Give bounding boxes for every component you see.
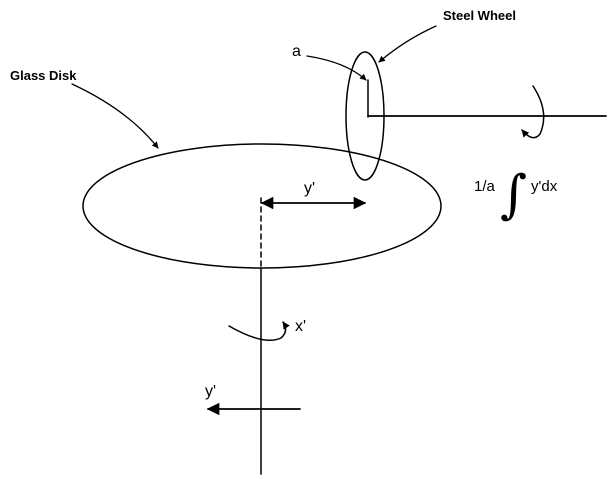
- output-arrow-label: y': [205, 383, 216, 400]
- shaft-rotation-arrow: [228, 321, 290, 341]
- radius-leader: [306, 55, 367, 81]
- glass-disk-leader: [71, 83, 159, 149]
- disk-offset-label: y': [304, 180, 315, 197]
- steel-wheel-leader: [378, 25, 437, 63]
- integral-sign: ∫: [500, 165, 527, 225]
- steel-wheel-label: Steel Wheel: [443, 8, 516, 23]
- formula-prefix: 1/a: [474, 178, 496, 195]
- formula-body: y'dx: [531, 178, 558, 195]
- axle-rotation-arrow: [521, 85, 545, 139]
- shaft-rotation-label: x': [295, 318, 306, 335]
- glass-disk-label: Glass Disk: [10, 68, 77, 83]
- radius-label: a: [292, 43, 301, 60]
- glass-disk: [82, 143, 442, 269]
